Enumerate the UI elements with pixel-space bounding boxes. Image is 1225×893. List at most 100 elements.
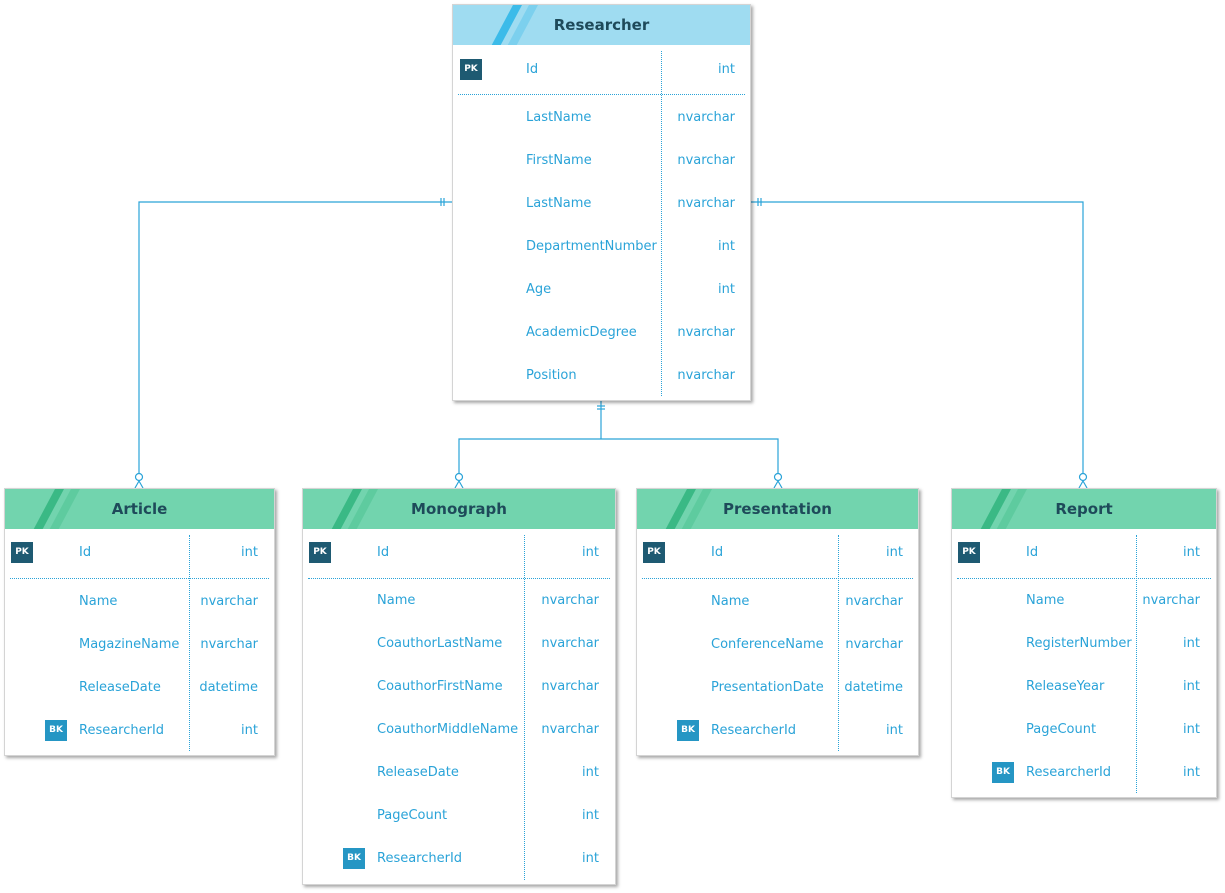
column-divider: [1136, 535, 1137, 793]
entity-title: Report: [1055, 500, 1113, 518]
field-name: Id: [79, 545, 92, 560]
field-row[interactable]: PageCount int: [952, 720, 1216, 740]
field-name: PageCount: [377, 808, 448, 823]
field-row[interactable]: BK ResearcherId int: [637, 720, 918, 741]
entity-header-article[interactable]: Article: [5, 489, 274, 529]
field-row[interactable]: ReleaseYear int: [952, 677, 1216, 697]
column-divider: [838, 535, 839, 751]
field-type: int: [582, 765, 599, 780]
entity-header-presentation[interactable]: Presentation: [637, 489, 918, 529]
field-type: int: [1183, 722, 1200, 737]
key-divider: [642, 578, 913, 579]
field-type: int: [1183, 765, 1200, 780]
field-name: ReleaseDate: [79, 680, 161, 695]
field-type: int: [1183, 636, 1200, 651]
field-type: nvarchar: [845, 637, 903, 652]
field-name: PageCount: [1026, 722, 1097, 737]
field-type: nvarchar: [845, 594, 903, 609]
primary-key-badge: PK: [643, 542, 665, 563]
foreign-key-badge: BK: [677, 720, 699, 741]
field-name: AcademicDegree: [526, 325, 637, 340]
field-type: int: [886, 723, 903, 738]
entity-header-report[interactable]: Report: [952, 489, 1216, 529]
field-type: int: [718, 62, 735, 77]
field-name: ResearcherId: [377, 851, 463, 866]
field-name: ResearcherId: [1026, 765, 1112, 780]
field-name: Position: [526, 368, 577, 383]
field-row[interactable]: Name nvarchar: [637, 592, 918, 612]
field-type: int: [1183, 679, 1200, 694]
field-name: ResearcherId: [711, 723, 797, 738]
primary-key-badge: PK: [11, 542, 33, 563]
primary-key-badge: PK: [309, 542, 331, 563]
field-type: int: [718, 282, 735, 297]
field-name: ReleaseYear: [1026, 679, 1105, 694]
field-type: nvarchar: [677, 110, 735, 125]
field-row[interactable]: Name nvarchar: [303, 591, 615, 611]
field-name: PresentationDate: [711, 680, 824, 695]
key-divider: [458, 94, 745, 95]
entity-header-monograph[interactable]: Monograph: [303, 489, 615, 529]
field-row[interactable]: RegisterNumber int: [952, 634, 1216, 654]
field-name: Name: [79, 594, 118, 609]
field-name: Name: [377, 593, 416, 608]
field-name: CoauthorLastName: [377, 636, 503, 651]
field-row[interactable]: PK Id int: [952, 542, 1216, 563]
field-name: DepartmentNumber: [526, 239, 657, 254]
relationship-researcher-presentation: [601, 438, 779, 474]
key-divider: [10, 578, 269, 579]
entity-title: Researcher: [553, 16, 650, 34]
field-name: RegisterNumber: [1026, 636, 1132, 651]
field-name: Id: [377, 545, 390, 560]
field-name: CoauthorMiddleName: [377, 722, 519, 737]
field-name: LastName: [526, 196, 592, 211]
key-divider: [308, 578, 610, 579]
relationship-researcher-report: [751, 201, 1084, 474]
field-type: int: [582, 851, 599, 866]
field-type: int: [1183, 545, 1200, 560]
field-name: Id: [1026, 545, 1039, 560]
field-name: Id: [711, 545, 724, 560]
field-name: ResearcherId: [79, 723, 165, 738]
primary-key-badge: PK: [958, 542, 980, 563]
field-name: Name: [711, 594, 750, 609]
entity-header-researcher[interactable]: Researcher: [453, 5, 750, 45]
field-type: int: [241, 723, 258, 738]
field-type: nvarchar: [541, 593, 599, 608]
primary-key-badge: PK: [460, 59, 482, 80]
